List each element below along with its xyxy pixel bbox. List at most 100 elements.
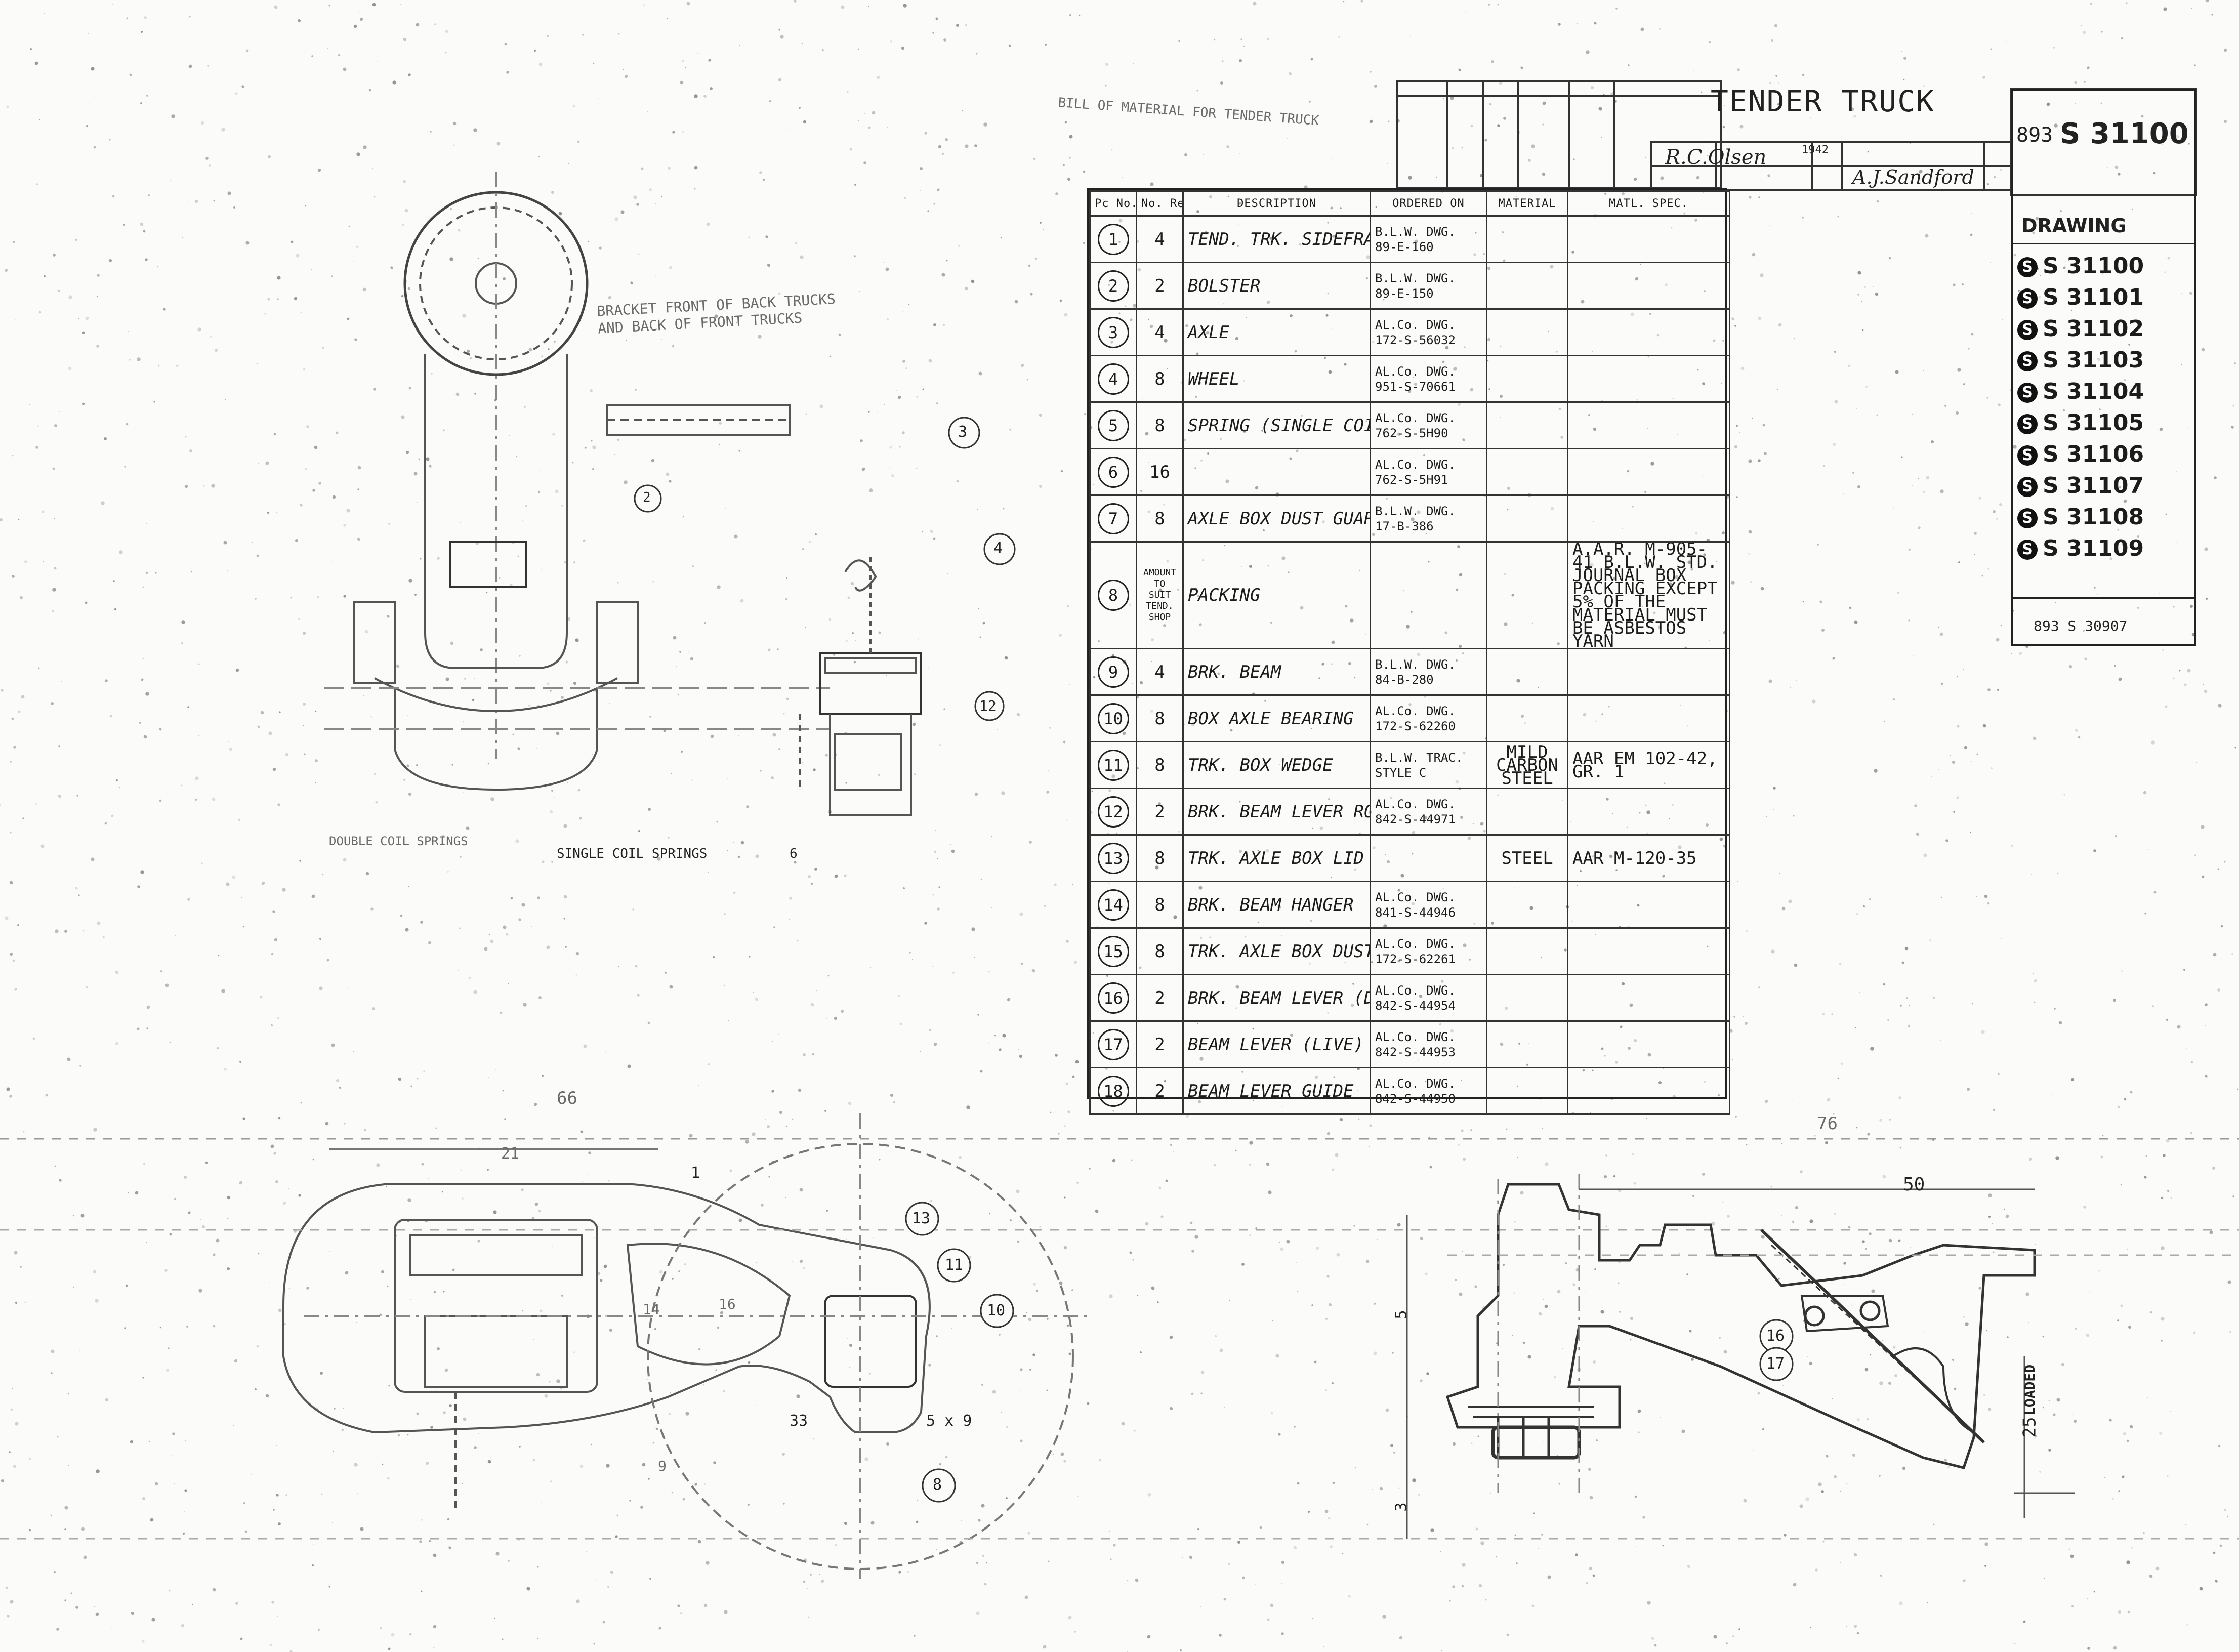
bom-spec-cell: AAR EM 102-42, GR. 1 bbox=[1567, 741, 1730, 789]
bom-spec-cell: AAR M-120-35 bbox=[1567, 834, 1730, 882]
callout-6: 6 bbox=[790, 846, 798, 861]
s-mark-icon: S bbox=[2017, 508, 2038, 528]
material-spec: AAR M-120-35 bbox=[1572, 848, 1697, 869]
ordered-on-source: B.L.W. DWG. bbox=[1375, 271, 1456, 285]
description: BEAM LEVER GUIDE bbox=[1188, 1081, 1354, 1101]
ordered-on-number: 842-S-44954 bbox=[1375, 998, 1456, 1013]
bom-ordered-cell: AL.Co. DWG.762-S-5H91 bbox=[1370, 448, 1487, 496]
bom-pc-cell: 10 bbox=[1089, 694, 1137, 742]
bom-material-cell bbox=[1486, 927, 1568, 975]
bom-description-cell: BEAM LEVER GUIDE bbox=[1182, 1067, 1371, 1115]
ordered-on-number: 89-E-150 bbox=[1375, 286, 1434, 301]
callout-17: 17 bbox=[1766, 1355, 1785, 1373]
dim-21: 21 bbox=[501, 1145, 520, 1163]
piece-number-bubble: 17 bbox=[1097, 1028, 1129, 1060]
drawn-by: R.C.Olsen bbox=[1665, 146, 1767, 169]
bom-spec-cell bbox=[1567, 401, 1730, 449]
s-mark-icon: S bbox=[2017, 351, 2038, 371]
bom-material-cell bbox=[1486, 401, 1568, 449]
material: MILD CARBON STEEL bbox=[1496, 741, 1558, 789]
s-mark-icon: S bbox=[2017, 257, 2038, 277]
bom-material-cell bbox=[1486, 788, 1568, 836]
ordered-on-source: AL.Co. DWG. bbox=[1375, 457, 1456, 472]
bom-qty-cell: 8 bbox=[1136, 355, 1184, 403]
dim-33: 33 bbox=[790, 1412, 808, 1430]
bom-ordered-cell: AL.Co. DWG.951-S-70661 bbox=[1370, 355, 1487, 403]
quantity: 2 bbox=[1154, 987, 1165, 1008]
bom-material-cell bbox=[1486, 494, 1568, 543]
bom-qty-cell: 8 bbox=[1136, 834, 1184, 882]
bom-pc-cell: 2 bbox=[1089, 262, 1137, 310]
double-springs-label: DOUBLE COIL SPRINGS bbox=[329, 834, 468, 848]
ordered-on-source: AL.Co. DWG. bbox=[1375, 317, 1456, 332]
ordered-on-number: 172-S-56032 bbox=[1375, 333, 1456, 347]
bom-ordered-cell: AL.Co. DWG.842-S-44971 bbox=[1370, 788, 1487, 836]
ref-note: 893 S 30907 bbox=[2034, 617, 2128, 634]
bom-description-cell: TRK. AXLE BOX LID PIN bbox=[1182, 834, 1371, 882]
index-header: DRAWING bbox=[2021, 215, 2127, 237]
description: PACKING bbox=[1188, 585, 1261, 605]
bom-pc-cell: 13 bbox=[1089, 834, 1137, 882]
ordered-on: AL.Co. DWG.841-S-44946 bbox=[1375, 890, 1482, 920]
bom-pc-cell: 1 bbox=[1089, 215, 1137, 263]
bom-qty-cell: 8 bbox=[1136, 881, 1184, 929]
description: TEND. TRK. SIDEFRAME bbox=[1188, 229, 1369, 250]
ordered-on-number: 951-S-70661 bbox=[1375, 379, 1456, 394]
bom-qty-cell: 2 bbox=[1136, 788, 1184, 836]
piece-number-bubble: 14 bbox=[1097, 889, 1129, 921]
bom-qty-cell: 8 bbox=[1136, 494, 1184, 543]
ordered-on-source: AL.Co. DWG. bbox=[1375, 1029, 1456, 1044]
description: TRK. AXLE BOX DUST GUARD WEDGE bbox=[1188, 941, 1371, 962]
bom-pc-cell: 3 bbox=[1089, 308, 1137, 356]
bom-material-cell bbox=[1486, 648, 1568, 696]
bom-description-cell: BRK. BEAM LEVER ROD bbox=[1182, 788, 1371, 836]
bom-qty-cell: 8 bbox=[1136, 927, 1184, 975]
bom-qty-cell: 2 bbox=[1136, 1067, 1184, 1115]
description: BOLSTER bbox=[1188, 275, 1261, 296]
callout-11: 11 bbox=[945, 1256, 964, 1274]
description: AXLE BOX DUST GUARDS bbox=[1188, 508, 1369, 529]
bom-table: Pc No. No. Req. DESCRIPTION ORDERED ON M… bbox=[1089, 190, 1730, 1115]
bom-qty-cell: 4 bbox=[1136, 308, 1184, 356]
bom-material-cell bbox=[1486, 694, 1568, 742]
ordered-on-source: B.L.W. DWG. bbox=[1375, 657, 1456, 672]
bom-pc-cell: 8 bbox=[1089, 541, 1137, 649]
dim-5: 5 bbox=[1392, 1310, 1411, 1319]
ordered-on-source: AL.Co. DWG. bbox=[1375, 410, 1456, 425]
dim-66: 66 bbox=[557, 1088, 577, 1108]
bom-spec-cell bbox=[1567, 788, 1730, 836]
bom-qty-cell: 2 bbox=[1136, 974, 1184, 1022]
bom-spec-cell bbox=[1567, 262, 1730, 310]
bom-qty-cell: 8 bbox=[1136, 741, 1184, 789]
callout-2: 2 bbox=[643, 490, 651, 505]
bom-material-cell bbox=[1486, 881, 1568, 929]
ordered-on-number: 841-S-44946 bbox=[1375, 905, 1456, 920]
ordered-on bbox=[1375, 851, 1482, 866]
piece-number-bubble: 9 bbox=[1097, 656, 1129, 688]
bom-spec-cell bbox=[1567, 1067, 1730, 1115]
description: WHEEL bbox=[1188, 368, 1240, 389]
quantity: 4 bbox=[1154, 229, 1165, 250]
bom-material-cell bbox=[1486, 308, 1568, 356]
quantity: 2 bbox=[1154, 801, 1165, 822]
bom-description-cell: TRK. BOX WEDGE bbox=[1182, 741, 1371, 789]
bom-pc-cell: 17 bbox=[1089, 1020, 1137, 1068]
bom-ordered-cell: AL.Co. DWG.762-S-5H90 bbox=[1370, 401, 1487, 449]
bom-spec-cell bbox=[1567, 1020, 1730, 1068]
quantity: 2 bbox=[1154, 275, 1165, 296]
bom-qty-cell: 2 bbox=[1136, 262, 1184, 310]
callout-bubbles bbox=[634, 417, 1794, 1503]
piece-number-bubble: 3 bbox=[1097, 316, 1129, 348]
callout-13: 13 bbox=[912, 1210, 931, 1227]
callout-4: 4 bbox=[993, 540, 1003, 557]
quantity: 4 bbox=[1154, 662, 1165, 682]
bom-description-cell: BRK. BEAM bbox=[1182, 648, 1371, 696]
